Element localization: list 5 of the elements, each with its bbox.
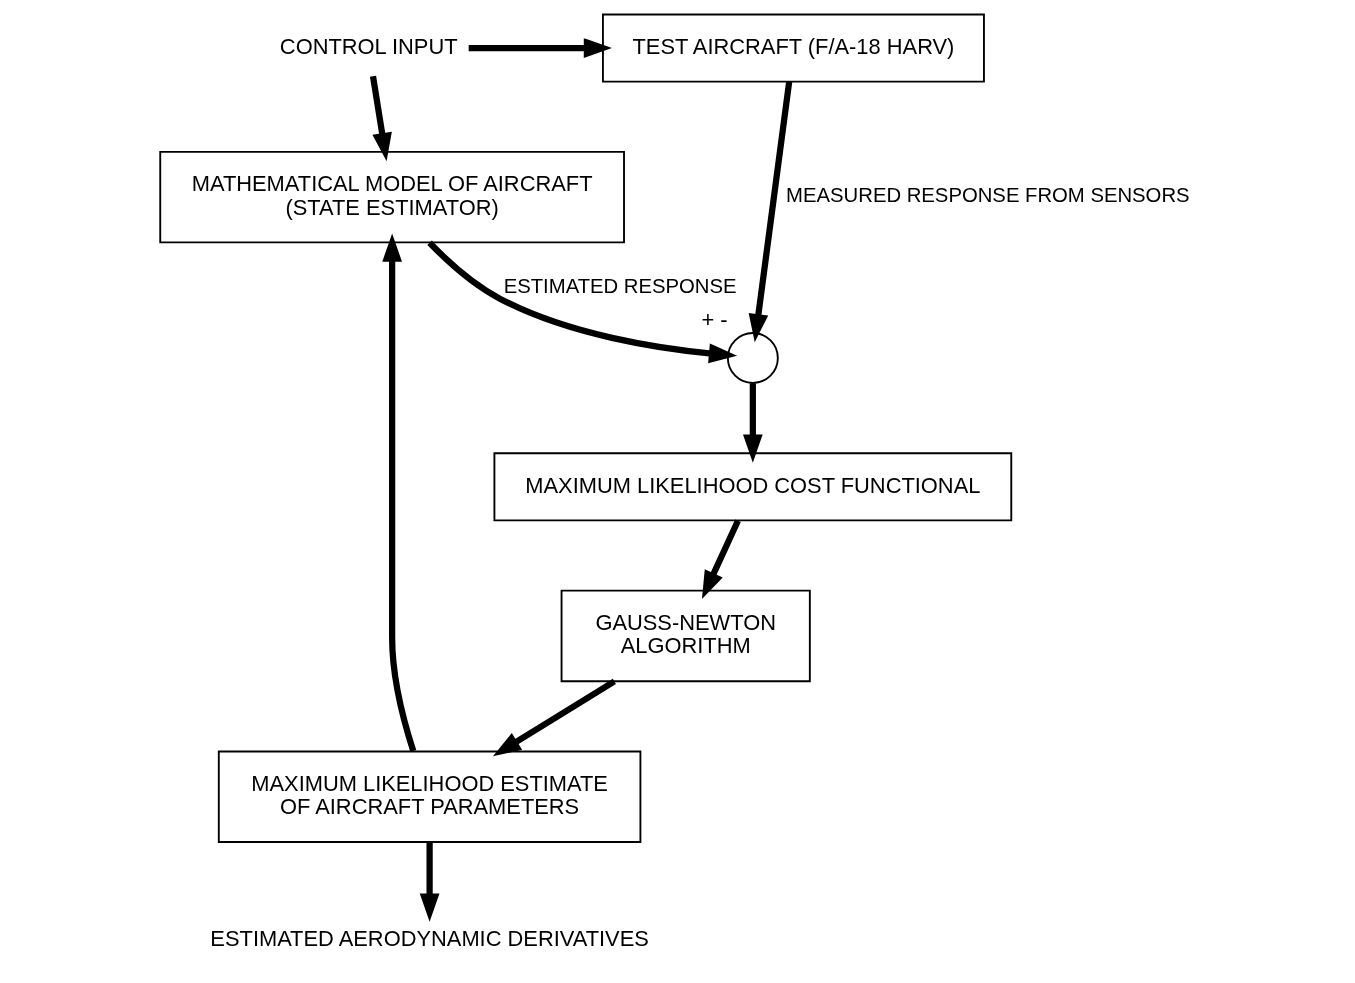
node-text: CONTROL INPUT [279, 33, 458, 59]
edge-label: ESTIMATED RESPONSE [503, 275, 737, 298]
node-text: ESTIMATED AERODYNAMIC DERIVATIVES [210, 926, 649, 952]
edge-label: MEASURED RESPONSE FROM SENSORS [786, 184, 1190, 207]
node-label: + - [701, 307, 728, 333]
